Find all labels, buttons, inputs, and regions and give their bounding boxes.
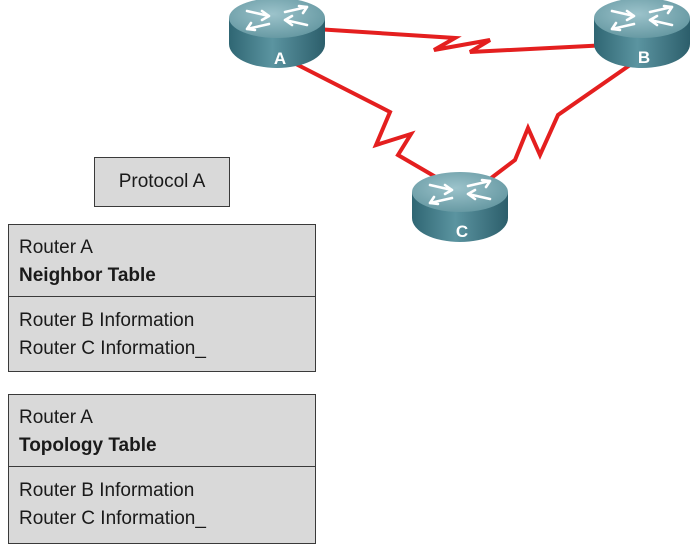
neighbor-table-header: Router A Neighbor Table bbox=[9, 225, 315, 297]
neighbor-table-row: Router C Information_ bbox=[19, 338, 206, 359]
topology-table-title: Topology Table bbox=[19, 435, 157, 456]
neighbor-table-body: Router B Information Router C Informatio… bbox=[9, 297, 315, 363]
router-c-label: C bbox=[456, 222, 468, 241]
neighbor-table-title: Neighbor Table bbox=[19, 265, 156, 286]
serial-link-b-c bbox=[476, 63, 632, 190]
topology-table-row: Router B Information bbox=[19, 480, 195, 501]
router-a-label: A bbox=[274, 49, 286, 68]
neighbor-table-owner: Router A bbox=[19, 237, 93, 258]
neighbor-table: Router A Neighbor Table Router B Informa… bbox=[8, 224, 316, 372]
serial-link-a-c bbox=[291, 60, 460, 192]
topology-table-row: Router C Information_ bbox=[19, 508, 206, 529]
protocol-label-box: Protocol A bbox=[94, 157, 230, 207]
router-c-icon bbox=[412, 172, 508, 242]
serial-link-a-b bbox=[299, 26, 629, 54]
topology-table-owner: Router A bbox=[19, 407, 93, 428]
topology-table-header: Router A Topology Table bbox=[9, 395, 315, 467]
router-a-icon bbox=[229, 0, 325, 68]
protocol-label: Protocol A bbox=[118, 171, 206, 192]
topology-table: Router A Topology Table Router B Informa… bbox=[8, 394, 316, 544]
router-b-label: B bbox=[638, 48, 650, 67]
topology-table-body: Router B Information Router C Informatio… bbox=[9, 467, 315, 533]
neighbor-table-row: Router B Information bbox=[19, 310, 195, 331]
router-b-icon bbox=[594, 0, 690, 68]
